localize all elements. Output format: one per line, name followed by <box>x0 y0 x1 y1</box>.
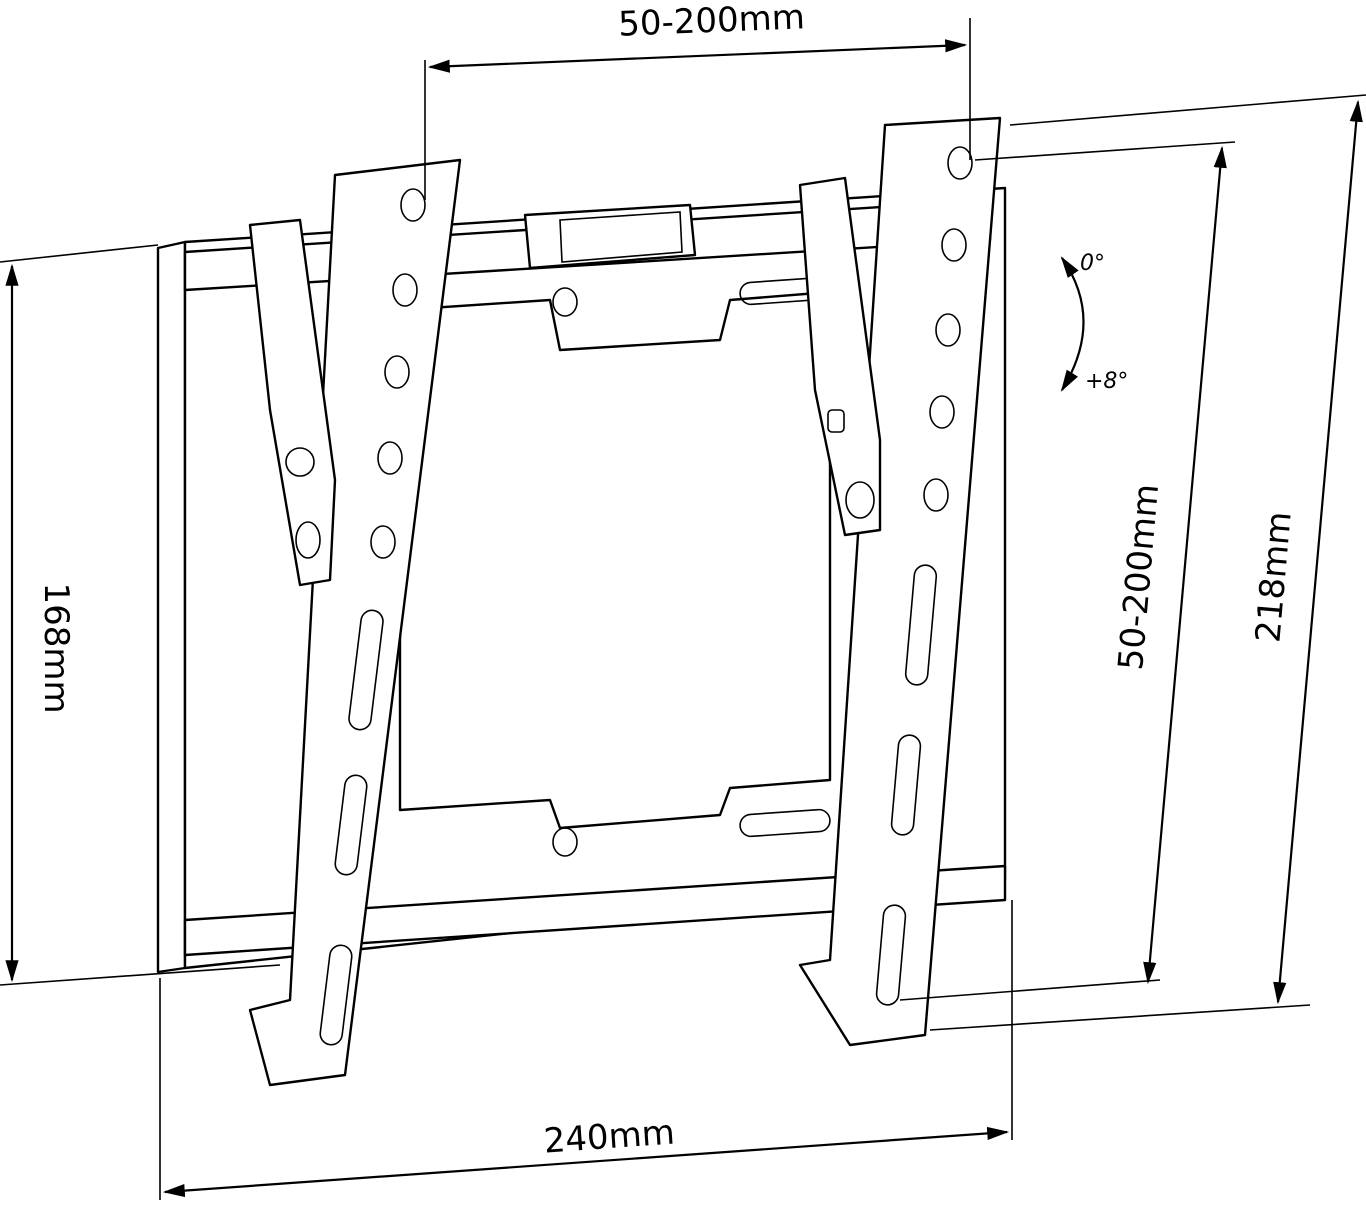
tilt-indicator: 0° +8° <box>1060 251 1128 394</box>
svg-text:240mm: 240mm <box>542 1113 676 1162</box>
dimension-vesa-vertical: 50-200mm <box>899 141 1236 1001</box>
dimension-top-width: 50-200mm <box>424 0 971 200</box>
svg-text:168mm: 168mm <box>36 582 76 713</box>
svg-text:218mm: 218mm <box>1248 510 1299 644</box>
right-mounting-arm <box>798 116 1002 1047</box>
svg-text:50-200mm: 50-200mm <box>1111 482 1167 671</box>
svg-text:50-200mm: 50-200mm <box>617 0 805 45</box>
svg-text:0°: 0° <box>1080 251 1105 276</box>
dimension-left-height: 168mm <box>0 244 281 986</box>
left-mounting-arm <box>248 158 462 1087</box>
dimension-bottom-width: 240mm <box>159 900 1013 1200</box>
svg-text:+8°: +8° <box>1085 369 1128 394</box>
